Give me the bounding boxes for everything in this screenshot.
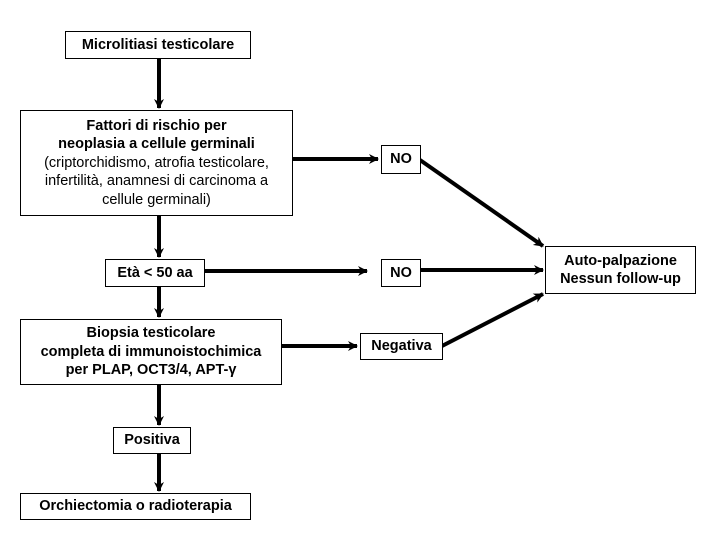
node-negative: Negativa xyxy=(360,333,443,360)
arrow-negative-to-outcome xyxy=(441,292,544,348)
node-age-label: Età < 50 aa xyxy=(117,264,193,281)
arrow-no1-to-outcome xyxy=(418,158,545,248)
node-no-1-label: NO xyxy=(390,151,412,168)
node-positive-label: Positiva xyxy=(124,432,180,449)
node-positive: Positiva xyxy=(113,427,191,454)
biopsy-line-1: Biopsia testicolare xyxy=(86,325,216,342)
outcome-line-2: Nessun follow-up xyxy=(560,271,681,287)
risk-detail-line-2: infertilità, anamnesi di carcinoma a xyxy=(44,173,269,190)
outcome-line-1: Auto-palpazione xyxy=(564,252,677,269)
risk-detail-line-1: (criptorchidismo, atrofia testicolare, xyxy=(44,154,269,171)
biopsy-line-3: per PLAP, OCT3/4, APT-γ xyxy=(65,362,237,379)
node-no-1: NO xyxy=(381,145,421,174)
node-outcome: Auto-palpazione Nessun follow-up xyxy=(545,246,696,294)
node-treatment-label: Orchiectomia o radioterapia xyxy=(39,498,232,515)
node-microlitiasi-label: Microlitiasi testicolare xyxy=(81,36,235,53)
risk-title-line-1: Fattori di rischio per xyxy=(86,117,227,134)
node-no-2: NO xyxy=(381,259,421,287)
node-no-2-label: NO xyxy=(390,264,412,281)
node-biopsy: Biopsia testicolare completa di immunois… xyxy=(20,319,282,385)
risk-title-line-2: neoplasia a cellule germinali xyxy=(58,136,255,153)
node-age: Età < 50 aa xyxy=(105,259,205,287)
node-risk-factors: Fattori di rischio per neoplasia a cellu… xyxy=(20,110,293,216)
node-microlitiasi: Microlitiasi testicolare xyxy=(65,31,251,59)
node-treatment: Orchiectomia o radioterapia xyxy=(20,493,251,520)
node-negative-label: Negativa xyxy=(371,338,432,355)
biopsy-line-2: completa di immunoistochimica xyxy=(40,343,262,360)
risk-detail-line-3: cellule germinali) xyxy=(102,191,211,208)
